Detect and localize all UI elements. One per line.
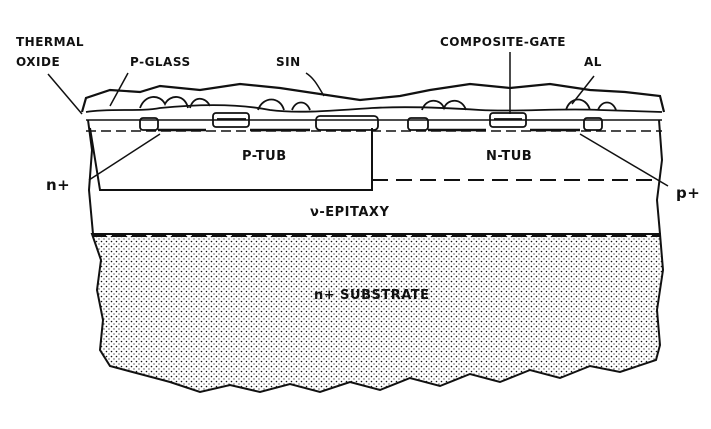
label-p-plus: p+ [676,184,700,202]
label-p-glass: P-GLASS [130,55,191,69]
label-sin: SIN [276,55,301,69]
label-substrate: n+ SUBSTRATE [314,288,430,303]
p-tub-region [89,127,373,191]
device-structures [139,112,603,132]
wafer-body-outline [87,119,664,235]
substrate-region [90,233,665,394]
label-thermal-1: THERMAL [16,35,84,49]
label-n-plus: n+ [46,176,70,194]
label-p-tub: P-TUB [242,149,287,164]
label-al: AL [584,55,602,69]
label-epitaxy: ν-EPITAXY [310,205,389,220]
label-thermal-2: OXIDE [16,55,60,69]
aluminum-bumps [139,96,617,111]
sin-layer [80,82,666,113]
label-composite-gate: COMPOSITE-GATE [440,35,566,49]
leader-lines [47,52,669,187]
label-n-tub: N-TUB [486,149,532,164]
p-glass-layer [85,104,663,113]
